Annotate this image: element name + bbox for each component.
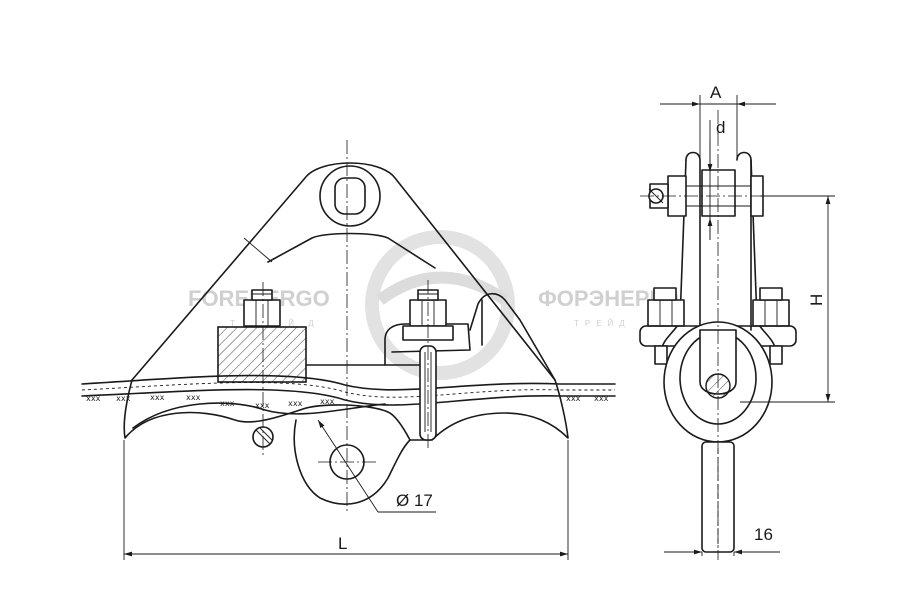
keeper-pad — [217, 326, 307, 383]
left-bolt — [243, 289, 281, 327]
pin-diameter-label: d — [716, 118, 725, 137]
cable-mark: xxx — [288, 399, 303, 408]
cable-mark: xxx — [186, 393, 201, 402]
cable-mark: xxx — [255, 401, 270, 410]
hole-diameter-label: Ø 17 — [396, 491, 433, 510]
watermark-right-sub: ТРЕЙД — [574, 319, 631, 328]
cable-mark: xxx — [320, 397, 335, 406]
bottom-lug — [293, 419, 411, 505]
side-view: A d H 16 — [639, 83, 835, 560]
height-dimension-label: H — [807, 294, 826, 306]
rod-width-label: 16 — [754, 525, 773, 544]
front-view: xxx xxx xxx xxx xxx xxx xxx xxx xxx xxx — [81, 140, 616, 560]
width-dimension-label: A — [710, 83, 722, 102]
cable-mark: xxx — [566, 394, 581, 403]
lifting-eye — [319, 165, 381, 227]
cable-mark: xxx — [86, 394, 101, 403]
cable-mark: xxx — [150, 393, 165, 402]
cable-mark: xxx — [594, 394, 609, 403]
clamp-body — [123, 162, 569, 441]
cable-mark: xxx — [116, 394, 131, 403]
length-dimension-label: L — [338, 534, 347, 553]
